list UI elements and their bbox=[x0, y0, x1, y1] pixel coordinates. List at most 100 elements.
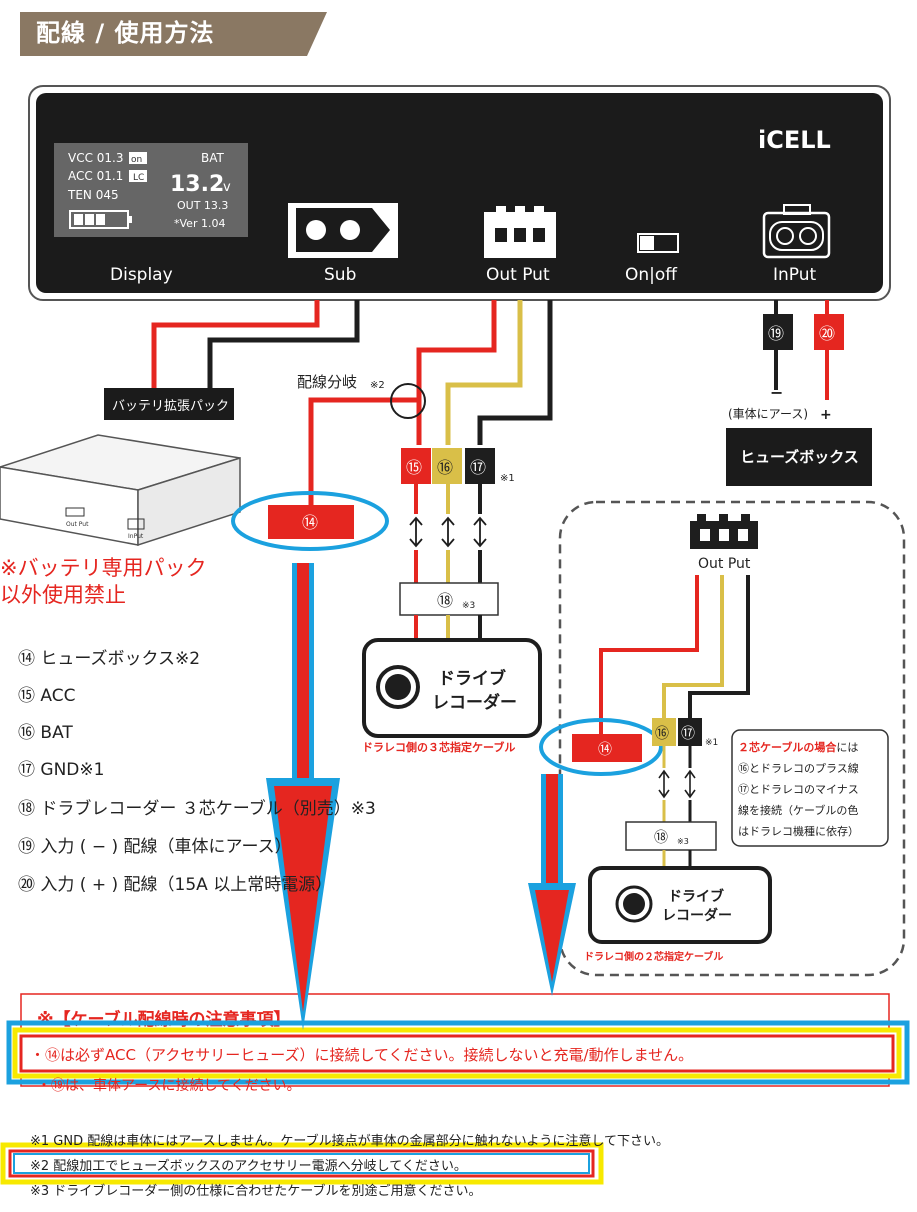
port-label-display: Display bbox=[110, 265, 173, 285]
legend-item-20: ⑳ 入力 ( + ) 配線（15A 以上常時電源） bbox=[18, 875, 333, 895]
two-core-panel bbox=[558, 500, 906, 977]
tag-15-text: ⑮ bbox=[406, 458, 422, 477]
branch-note: ※2 bbox=[370, 380, 385, 391]
wire-tag-15 bbox=[401, 448, 431, 484]
cable-18-b-note: ※3 bbox=[677, 837, 689, 846]
port-label-input: InPut bbox=[773, 265, 817, 285]
warning-line-1: ※バッテリ専用パック bbox=[0, 556, 207, 580]
tag-17-note: ※1 bbox=[500, 473, 515, 484]
screen-ten: TEN 045 bbox=[67, 188, 119, 202]
connection-arrows-b bbox=[658, 769, 696, 799]
notice-item-1: ・⑭は必ずACC（アクセサリーヒューズ）に接続してください。接続しないと充電/動… bbox=[30, 1046, 693, 1064]
output-black-wire bbox=[477, 300, 553, 445]
cable2-caption: ドラレコ側の２芯指定ケーブル bbox=[584, 950, 723, 963]
battery-pack-label: バッテリ拡張パック bbox=[112, 399, 229, 414]
recorder1-line1: ドライブ bbox=[438, 668, 506, 689]
wire-tag-16 bbox=[432, 448, 462, 484]
legend-item-18: ⑱ ドラブレコーダー ３芯ケーブル（別売）※3 bbox=[18, 799, 376, 819]
wire-tag-17-b bbox=[678, 718, 702, 746]
input-port-icon bbox=[762, 204, 831, 259]
minus-sign: − bbox=[770, 383, 783, 402]
footnote-1: ※1 GND 配線は車体にはアースしません。ケーブル接点が車体の金属部分に触れな… bbox=[30, 1134, 669, 1149]
output-port-icon bbox=[484, 206, 556, 258]
fuse-tag-14 bbox=[268, 505, 354, 539]
tag-17-b-text: ⑰ bbox=[681, 726, 695, 742]
battery-pack-illustration bbox=[0, 434, 241, 547]
wire-tag-17 bbox=[465, 448, 495, 484]
legend-item-14: ⑭ ヒューズボックス※2 bbox=[18, 649, 201, 669]
port-label-output: Out Put bbox=[486, 265, 550, 285]
cable-18-box-b bbox=[625, 821, 717, 851]
tag-17-b-note: ※1 bbox=[705, 738, 718, 748]
plus-sign: + bbox=[820, 407, 832, 423]
page-title: 配線 / 使用方法 bbox=[36, 19, 215, 47]
highlight-ellipse-14-b bbox=[539, 718, 663, 776]
highlight-box-notice-red bbox=[19, 1034, 895, 1073]
screen-vcc: VCC 01.3 bbox=[68, 151, 124, 165]
sub-black-wire bbox=[207, 300, 360, 392]
footnote-2: ※2 配線加工でヒューズボックスのアクセサリー電源へ分岐してください。 bbox=[30, 1159, 467, 1174]
screen-ver: *Ver 1.04 bbox=[174, 217, 225, 230]
fuse-tag-14-b-text: ⑭ bbox=[598, 742, 612, 758]
two-core-note-l1: ２芯ケーブルの場合には bbox=[738, 740, 858, 754]
fuse-box bbox=[726, 428, 872, 486]
screen-acc: ACC 01.1 bbox=[68, 169, 123, 183]
brand-logo: iCELL bbox=[758, 126, 831, 154]
tag-16-text: ⑯ bbox=[437, 458, 453, 477]
title-banner bbox=[20, 12, 327, 56]
pack-in-label: InPut bbox=[128, 533, 144, 540]
screen-acc-tag: LC bbox=[133, 173, 144, 183]
recorder1-line2: レコーダー bbox=[432, 692, 517, 713]
output-port-icon-small bbox=[690, 514, 758, 549]
recorder2-line1: ドライブ bbox=[668, 888, 724, 905]
tag-17-text: ⑰ bbox=[470, 458, 486, 477]
two-core-note-l5: はドラレコ機種に依存） bbox=[738, 824, 859, 838]
two-core-note-l2: ⑯とドラレコのプラス線 bbox=[738, 761, 859, 775]
tag-20-text: ⑳ bbox=[819, 324, 835, 343]
legend-item-15: ⑮ ACC bbox=[18, 686, 76, 706]
recorder2-line2: レコーダー bbox=[662, 907, 732, 924]
notice-title: ※【ケーブル配線時の注意事項】 bbox=[37, 1009, 291, 1030]
legend-item-16: ⑯ BAT bbox=[18, 723, 73, 743]
highlight-box-footnote-blue bbox=[13, 1153, 590, 1174]
screen-vcc-tag: on bbox=[131, 155, 142, 165]
ground-label: (車体にアース) bbox=[728, 407, 808, 421]
pointer-arrow-right bbox=[528, 774, 576, 996]
tag-19-text: ⑲ bbox=[768, 324, 784, 343]
legend-item-19: ⑲ 入力 ( − ) 配線（車体にアース） bbox=[18, 837, 292, 857]
fuse-tag-14-text: ⑭ bbox=[302, 513, 318, 532]
sub-red-wire bbox=[151, 300, 320, 392]
warning-text: ※バッテリ専用パック 以外使用禁止 bbox=[0, 555, 207, 609]
pointer-arrow-left bbox=[266, 563, 340, 1030]
branch-circle bbox=[390, 383, 426, 419]
screen-bat: BAT bbox=[201, 151, 225, 165]
screen-volt-unit: v bbox=[223, 180, 231, 195]
pack-out-label: Out Put bbox=[66, 521, 89, 528]
wire-tag-16-b bbox=[652, 718, 676, 746]
cable3-caption: ドラレコ側の３芯指定ケーブル bbox=[362, 740, 515, 754]
screen-out: OUT 13.3 bbox=[177, 199, 228, 212]
cable-18-label: ⑱ bbox=[437, 591, 453, 610]
highlight-box-notice-outer bbox=[6, 1020, 910, 1085]
two-core-note-l4: 線を接続（ケーブルの色 bbox=[738, 803, 858, 817]
wire-tag-20 bbox=[814, 314, 844, 350]
connection-arrows bbox=[409, 516, 487, 548]
highlight-ellipse-14 bbox=[231, 491, 389, 551]
notice-item-2: ・⑲は、車体アースに接続してください。 bbox=[37, 1077, 301, 1094]
cable-18-b-label: ⑱ bbox=[654, 830, 668, 846]
drive-recorder-3core bbox=[362, 638, 542, 738]
branch-label: 配線分岐 bbox=[297, 373, 357, 391]
warning-line-2: 以外使用禁止 bbox=[0, 583, 126, 607]
footnote-3: ※3 ドライブレコーダー側の仕様に合わせたケーブルを別途ご用意ください。 bbox=[30, 1184, 482, 1199]
cable-18-note: ※3 bbox=[462, 601, 475, 611]
branch-wire bbox=[308, 397, 419, 505]
output-small-label: Out Put bbox=[698, 556, 751, 572]
fuse-box-label: ヒューズボックス bbox=[740, 448, 859, 466]
two-core-note-l3: ⑰とドラレコのマイナス bbox=[738, 783, 859, 796]
highlight-box-notice-yellow bbox=[12, 1027, 902, 1079]
two-core-note-box bbox=[731, 729, 889, 847]
output-yellow-wire bbox=[445, 300, 523, 445]
battery-pack-label-box bbox=[104, 388, 234, 420]
port-label-sub: Sub bbox=[324, 265, 356, 285]
